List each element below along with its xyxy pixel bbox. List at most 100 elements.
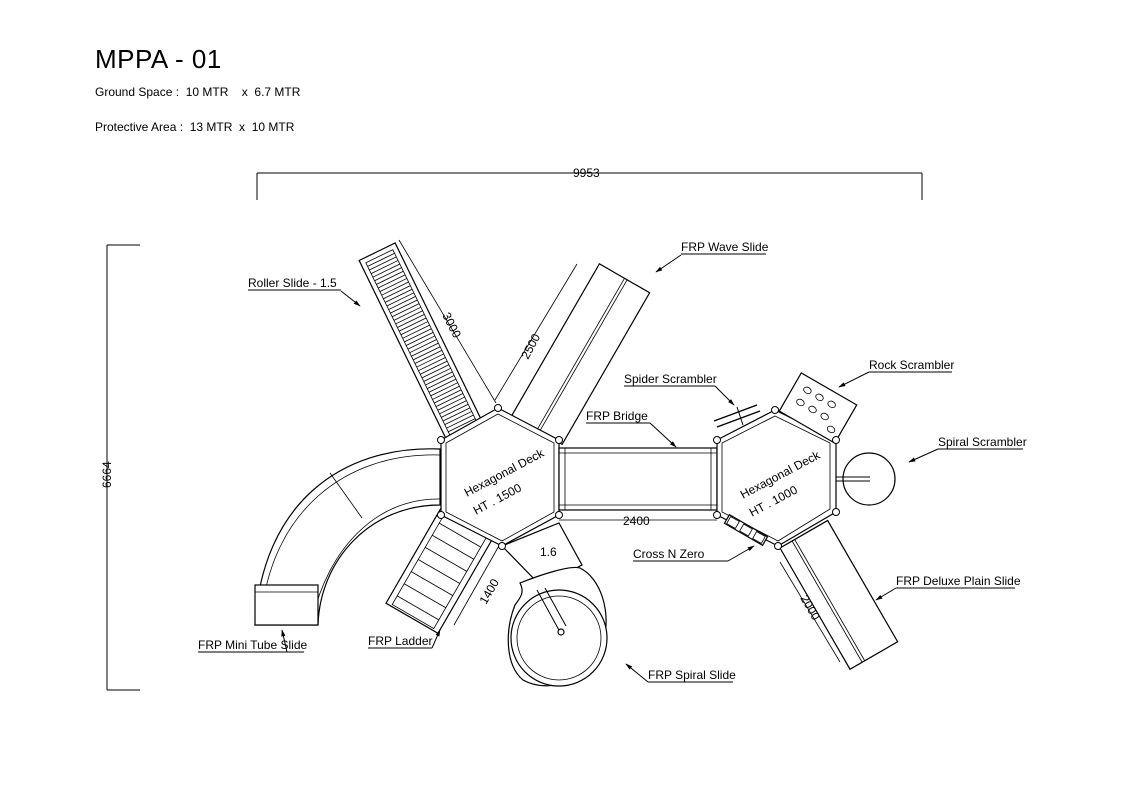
- roller-bar: [383, 285, 411, 300]
- deck-post: [437, 436, 445, 444]
- roller-bar: [388, 296, 416, 310]
- roller-bar: [434, 389, 462, 404]
- deck-posts: [437, 404, 840, 550]
- label-cross-n-zero: Cross N Zero: [633, 545, 755, 562]
- roller-bar: [367, 252, 395, 267]
- deck-post: [555, 436, 563, 444]
- deck-post: [771, 406, 779, 414]
- label-mini-tube-slide: FRP Mini Tube Slide: [198, 629, 307, 653]
- roller-bar: [409, 339, 437, 354]
- label-frp-ladder: FRP Ladder: [368, 629, 441, 649]
- frp-bridge: [558, 447, 718, 511]
- roller-bar: [444, 411, 472, 425]
- roller-bar: [379, 278, 408, 292]
- roller-bar: [398, 317, 427, 332]
- rock-scrambler: [778, 372, 858, 444]
- spiral-slide-label: FRP Spiral Slide: [648, 668, 736, 682]
- roller-bar: [425, 371, 453, 386]
- roller-bar: [391, 303, 420, 318]
- overall-width-dimension: 9953: [256, 166, 923, 200]
- roller-bar: [370, 260, 399, 274]
- roller-slide-label: Roller Slide - 1.5: [248, 276, 337, 290]
- roller-bar: [421, 364, 450, 379]
- roller-bar: [427, 375, 455, 390]
- roller-bar: [446, 414, 474, 429]
- roller-bar: [414, 349, 443, 364]
- wave-length-value: 2500: [518, 331, 543, 361]
- overall-height-dimension: 6664: [100, 244, 140, 691]
- roller-bar: [439, 400, 467, 415]
- protective-area-note: Protective Area : 13 MTR x 10 MTR: [95, 120, 295, 134]
- roller-bar: [400, 321, 429, 336]
- ladder-rung: [418, 559, 460, 584]
- roller-bar: [407, 335, 436, 350]
- spiral-scrambler-label: Spiral Scrambler: [938, 435, 1027, 449]
- ladder-rung: [397, 595, 439, 621]
- roller-bar: [374, 267, 402, 282]
- deck-post: [498, 542, 506, 550]
- roller-bar: [428, 378, 457, 393]
- deck-post: [713, 436, 721, 444]
- deck-post: [774, 542, 782, 550]
- roller-bar: [411, 342, 439, 357]
- spiral-height-value: 1.6: [540, 545, 557, 559]
- roller-bar: [395, 310, 423, 325]
- ladder-rung: [404, 583, 446, 609]
- ladder-rung: [439, 522, 481, 548]
- deck-post: [713, 511, 721, 519]
- roller-bar: [437, 396, 465, 411]
- roller-bar: [376, 270, 404, 285]
- right-hexagonal-deck: Hexagonal Deck HT . 1000: [716, 409, 837, 547]
- roller-slide: [358, 242, 486, 446]
- roller-bar: [418, 357, 446, 372]
- label-spider-scrambler: Spider Scrambler: [624, 372, 735, 406]
- drawing-title: MPPA - 01: [95, 44, 222, 74]
- roller-bar: [416, 353, 444, 368]
- roller-bar: [381, 281, 409, 296]
- label-wave-slide: FRP Wave Slide: [655, 240, 769, 273]
- roller-bar: [393, 306, 422, 321]
- roller-bar: [448, 418, 476, 433]
- roller-bar: [432, 385, 460, 400]
- roller-length-value: 3000: [439, 310, 464, 340]
- roller-bar: [442, 407, 471, 422]
- ground-space-note: Ground Space : 10 MTR x 6.7 MTR: [95, 85, 301, 99]
- roller-bar: [377, 274, 406, 289]
- deck-post: [832, 508, 840, 516]
- label-spiral-slide: FRP Spiral Slide: [625, 663, 736, 683]
- rock-scrambler-label: Rock Scrambler: [869, 358, 954, 372]
- ladder-rung: [432, 534, 474, 560]
- label-roller-slide: Roller Slide - 1.5: [248, 276, 361, 307]
- roller-bar: [441, 403, 469, 418]
- roller-bar: [413, 346, 441, 361]
- roller-bar: [405, 331, 434, 346]
- label-rock-scrambler: Rock Scrambler: [838, 358, 954, 388]
- wave-slide-label: FRP Wave Slide: [681, 240, 769, 254]
- cross-n-zero-label: Cross N Zero: [633, 547, 705, 561]
- overall-width-value: 9953: [573, 166, 600, 180]
- spider-scrambler-label: Spider Scrambler: [624, 372, 717, 386]
- deluxe-plain-slide: [779, 519, 899, 671]
- roller-bar: [423, 367, 451, 382]
- frp-ladder-label: FRP Ladder: [368, 634, 432, 648]
- ladder-length-value: 1400: [476, 576, 502, 606]
- roller-bar: [402, 324, 430, 339]
- roller-bar: [386, 292, 415, 307]
- spiral-scrambler: [836, 452, 896, 506]
- mini-tube-slide-label: FRP Mini Tube Slide: [198, 638, 307, 652]
- deck-post: [494, 404, 502, 412]
- overall-height-value: 6664: [100, 461, 114, 488]
- roller-bar: [404, 328, 432, 343]
- deck-post: [832, 436, 840, 444]
- deck-post: [555, 511, 563, 519]
- roller-bar: [397, 314, 425, 328]
- roller-bar: [384, 288, 413, 303]
- roller-bar: [369, 256, 397, 271]
- roller-bar: [435, 393, 464, 407]
- roller-bar: [390, 299, 418, 314]
- ladder-rung: [411, 571, 453, 596]
- bridge-length-dimension: 2400: [559, 514, 717, 528]
- deluxe-plain-slide-label: FRP Deluxe Plain Slide: [896, 574, 1021, 588]
- left-hexagonal-deck: Hexagonal Deck HT . 1500: [440, 407, 560, 547]
